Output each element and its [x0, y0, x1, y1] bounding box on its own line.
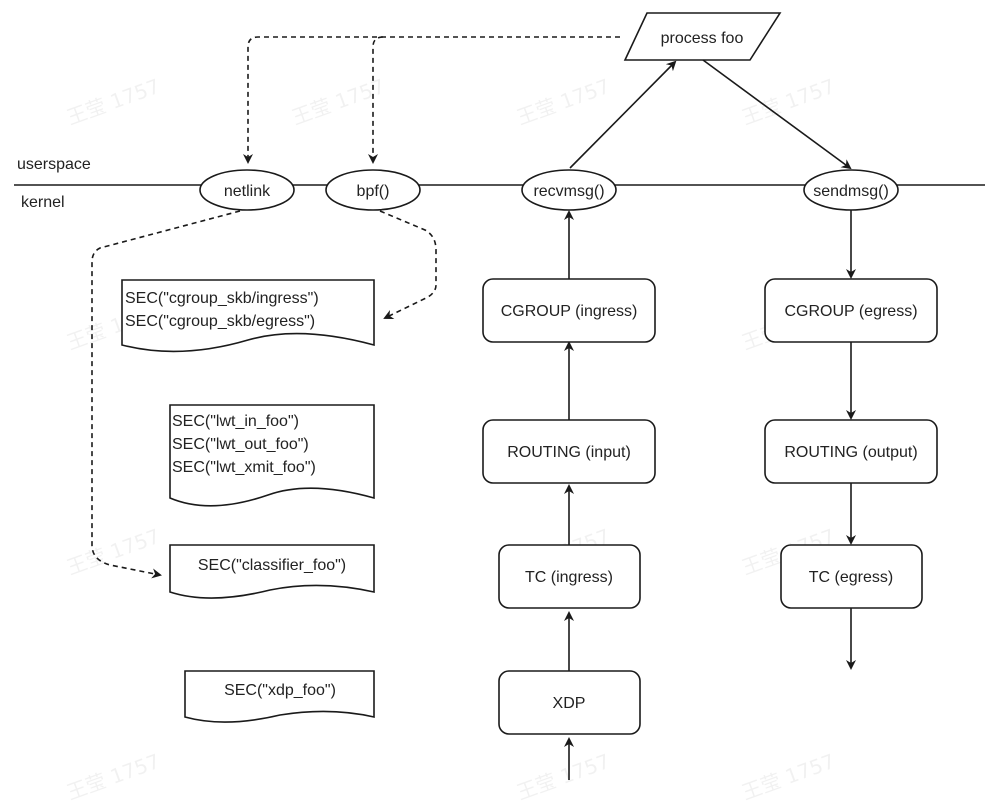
sendmsg-label: sendmsg() [813, 183, 889, 200]
classifier-doc-shape [169, 544, 375, 599]
lwt-out-sec: SEC("lwt_out_foo") [172, 436, 309, 453]
watermark: 王莹 1757 [64, 749, 164, 805]
tc-egress-shape [780, 544, 923, 609]
netlink-shape [199, 169, 295, 211]
recvmsg-to-process-arrow [569, 60, 677, 169]
recvmsg-node[interactable]: recvmsg() [521, 169, 617, 211]
netlink-node[interactable]: netlink [199, 169, 295, 211]
recvmsg-label: recvmsg() [533, 183, 604, 200]
xdp-shape [498, 670, 641, 735]
tc-ingress-label: TC (ingress) [525, 569, 613, 586]
tc-egress-label: TC (egress) [809, 569, 893, 586]
cgroup-egress-label: CGROUP (egress) [784, 303, 917, 320]
process-to-sendmsg-arrow [702, 59, 852, 170]
lwt-in-sec: SEC("lwt_in_foo") [172, 413, 299, 430]
xdp-sec: SEC("xdp_foo") [224, 682, 336, 699]
bpf-node[interactable]: bpf() [325, 169, 421, 211]
watermark: 王莹 1757 [514, 74, 614, 130]
tc-ingress-shape [498, 544, 641, 609]
xdp-section-doc: SEC("xdp_foo") [184, 670, 375, 723]
netlink-to-classifier-dashed-arrow [91, 210, 241, 579]
routing-output-node[interactable]: ROUTING (output) [764, 419, 938, 484]
routing-output-label: ROUTING (output) [784, 444, 917, 461]
watermark: 王莹 1757 [739, 74, 839, 130]
cgroup-egress-shape [764, 278, 938, 343]
process-foo-shape [623, 12, 782, 61]
process-foo-label: process foo [661, 30, 744, 47]
cgroup-skb-ingress-sec: SEC("cgroup_skb/ingress") [125, 290, 319, 307]
cgroup-ingress-shape [482, 278, 656, 343]
bpf-label: bpf() [357, 183, 390, 200]
cgroup-skb-egress-sec: SEC("cgroup_skb/egress") [125, 313, 315, 330]
watermark: 王莹 1757 [64, 74, 164, 130]
userspace-label: userspace [17, 156, 91, 173]
bpf-to-cgroup-skb-dashed-arrow [379, 210, 437, 319]
watermark: 王莹 1757 [739, 749, 839, 805]
xdp-label: XDP [553, 695, 586, 712]
lwt-xmit-sec: SEC("lwt_xmit_foo") [172, 459, 316, 476]
xdp-doc-shape [184, 670, 375, 723]
lwt-section-doc: SEC("lwt_in_foo") SEC("lwt_out_foo") SEC… [169, 404, 375, 507]
watermark: 王莹 1757 [64, 524, 164, 580]
cgroup-skb-doc-shape [121, 279, 375, 353]
tc-egress-node[interactable]: TC (egress) [780, 544, 923, 609]
classifier-section-doc: SEC("classifier_foo") [169, 544, 375, 599]
kernel-label: kernel [21, 194, 65, 211]
cgroup-ingress-node[interactable]: CGROUP (ingress) [482, 278, 656, 343]
process-to-bpf-dashed-arrow [368, 36, 384, 164]
cgroup-ingress-label: CGROUP (ingress) [501, 303, 638, 320]
watermark: 王莹 1757 [514, 749, 614, 805]
routing-output-shape [764, 419, 938, 484]
sendmsg-node[interactable]: sendmsg() [803, 169, 899, 211]
xdp-node[interactable]: XDP [498, 670, 641, 735]
cgroup-egress-node[interactable]: CGROUP (egress) [764, 278, 938, 343]
netlink-label: netlink [224, 183, 271, 200]
routing-input-label: ROUTING (input) [507, 444, 631, 461]
classifier-sec: SEC("classifier_foo") [198, 557, 346, 574]
bpf-shape [325, 169, 421, 211]
lwt-doc-shape [169, 404, 375, 507]
process-to-netlink-dashed-arrow [243, 36, 620, 164]
routing-input-node[interactable]: ROUTING (input) [482, 419, 656, 484]
process-foo-node[interactable]: process foo [623, 12, 782, 61]
routing-input-shape [482, 419, 656, 484]
cgroup-skb-section-doc: SEC("cgroup_skb/ingress") SEC("cgroup_sk… [121, 279, 375, 353]
tc-ingress-node[interactable]: TC (ingress) [498, 544, 641, 609]
